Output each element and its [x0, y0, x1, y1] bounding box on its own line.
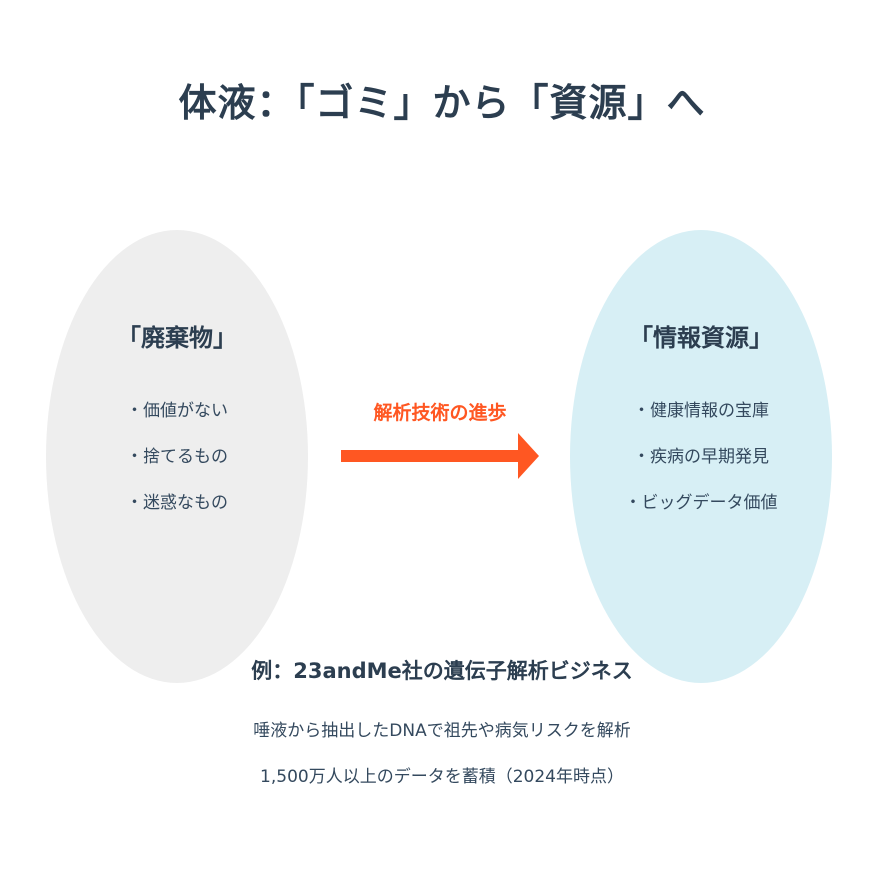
- right-arrow-icon: [341, 433, 539, 479]
- example-line: 唾液から抽出したDNAで祖先や病気リスクを解析: [253, 721, 631, 741]
- resource-heading: 「情報資源」: [629, 324, 773, 352]
- waste-heading: 「廃棄物」: [117, 324, 237, 352]
- list-item: ・迷惑なもの: [126, 493, 228, 513]
- resource-list: ・健康情報の宝庫 ・疾病の早期発見 ・ビッグデータ価値: [570, 398, 832, 536]
- list-item: ・健康情報の宝庫: [633, 401, 769, 421]
- arrow-label: 解析技術の進歩: [373, 402, 507, 424]
- example-title: 例：23andMe社の遺伝子解析ビジネス: [251, 659, 633, 683]
- list-item: ・価値がない: [126, 401, 228, 421]
- resource-ellipse: 「情報資源」 ・健康情報の宝庫 ・疾病の早期発見 ・ビッグデータ価値: [570, 230, 832, 683]
- list-item: ・捨てるもの: [126, 447, 228, 467]
- waste-ellipse: 「廃棄物」 ・価値がない ・捨てるもの ・迷惑なもの: [46, 230, 308, 683]
- list-item: ・疾病の早期発見: [633, 447, 769, 467]
- list-item: ・ビッグデータ価値: [624, 493, 778, 513]
- page-title: 体液：「ゴミ」から「資源」へ: [178, 81, 706, 125]
- example-line: 1,500万人以上のデータを蓄積（2024年時点）: [260, 767, 624, 787]
- waste-list: ・価値がない ・捨てるもの ・迷惑なもの: [46, 398, 308, 536]
